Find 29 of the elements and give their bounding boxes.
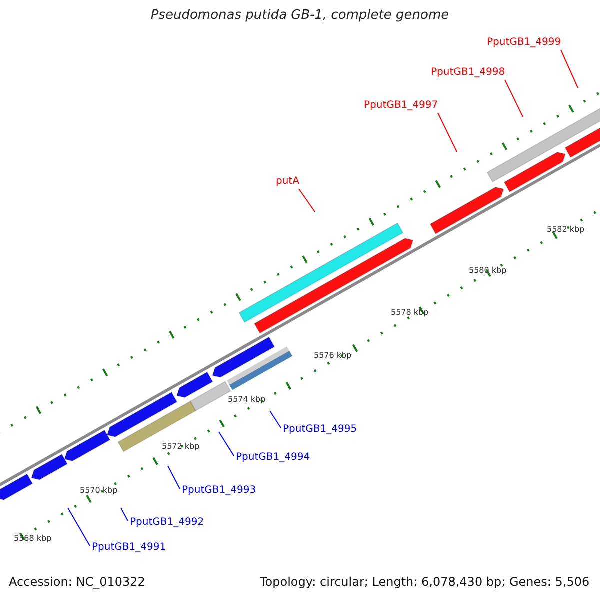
gene-label: PputGB1_4995 [283, 424, 358, 436]
accession-text: Accession: NC_010322 [9, 575, 146, 589]
leader-line [120, 508, 128, 522]
leader-line [218, 432, 234, 456]
gene-label: PputGB1_4997 [364, 100, 438, 112]
scale-label: 5578 kbp [391, 308, 429, 318]
leader-line [68, 508, 90, 546]
gene-label: PputGB1_4999 [487, 37, 562, 49]
scale-label: 5572 kbp [162, 442, 200, 452]
title: Pseudomonas putida GB-1, complete genome [150, 8, 450, 23]
gene-label: PputGB1_4994 [236, 452, 310, 464]
scale-label: 5574 kbp [228, 395, 266, 405]
gene-label: PputGB1_4992 [130, 517, 204, 529]
scale-label: 5576 kbp [314, 351, 352, 361]
scale-label: 5568 kbp [14, 534, 52, 544]
scale-label: 5570 kbp [80, 486, 118, 496]
leader-line [270, 410, 282, 428]
gene-label: PputGB1_4998 [431, 67, 506, 79]
genome-stats-text: Topology: circular; Length: 6,078,430 bp; Genes: 5,506 [260, 575, 590, 589]
scale-label: 5582 kbp [547, 225, 585, 235]
scale-label: 5580 kbp [469, 266, 507, 276]
leader-line [504, 80, 524, 118]
leader-line [168, 466, 180, 490]
gene-label: PputGB1_4993 [182, 485, 256, 497]
leader-line [438, 112, 458, 152]
gene-label: putA [276, 176, 300, 188]
leader-line [560, 50, 578, 88]
leader-line [298, 188, 316, 212]
gene-label: PputGB1_4991 [92, 542, 166, 554]
